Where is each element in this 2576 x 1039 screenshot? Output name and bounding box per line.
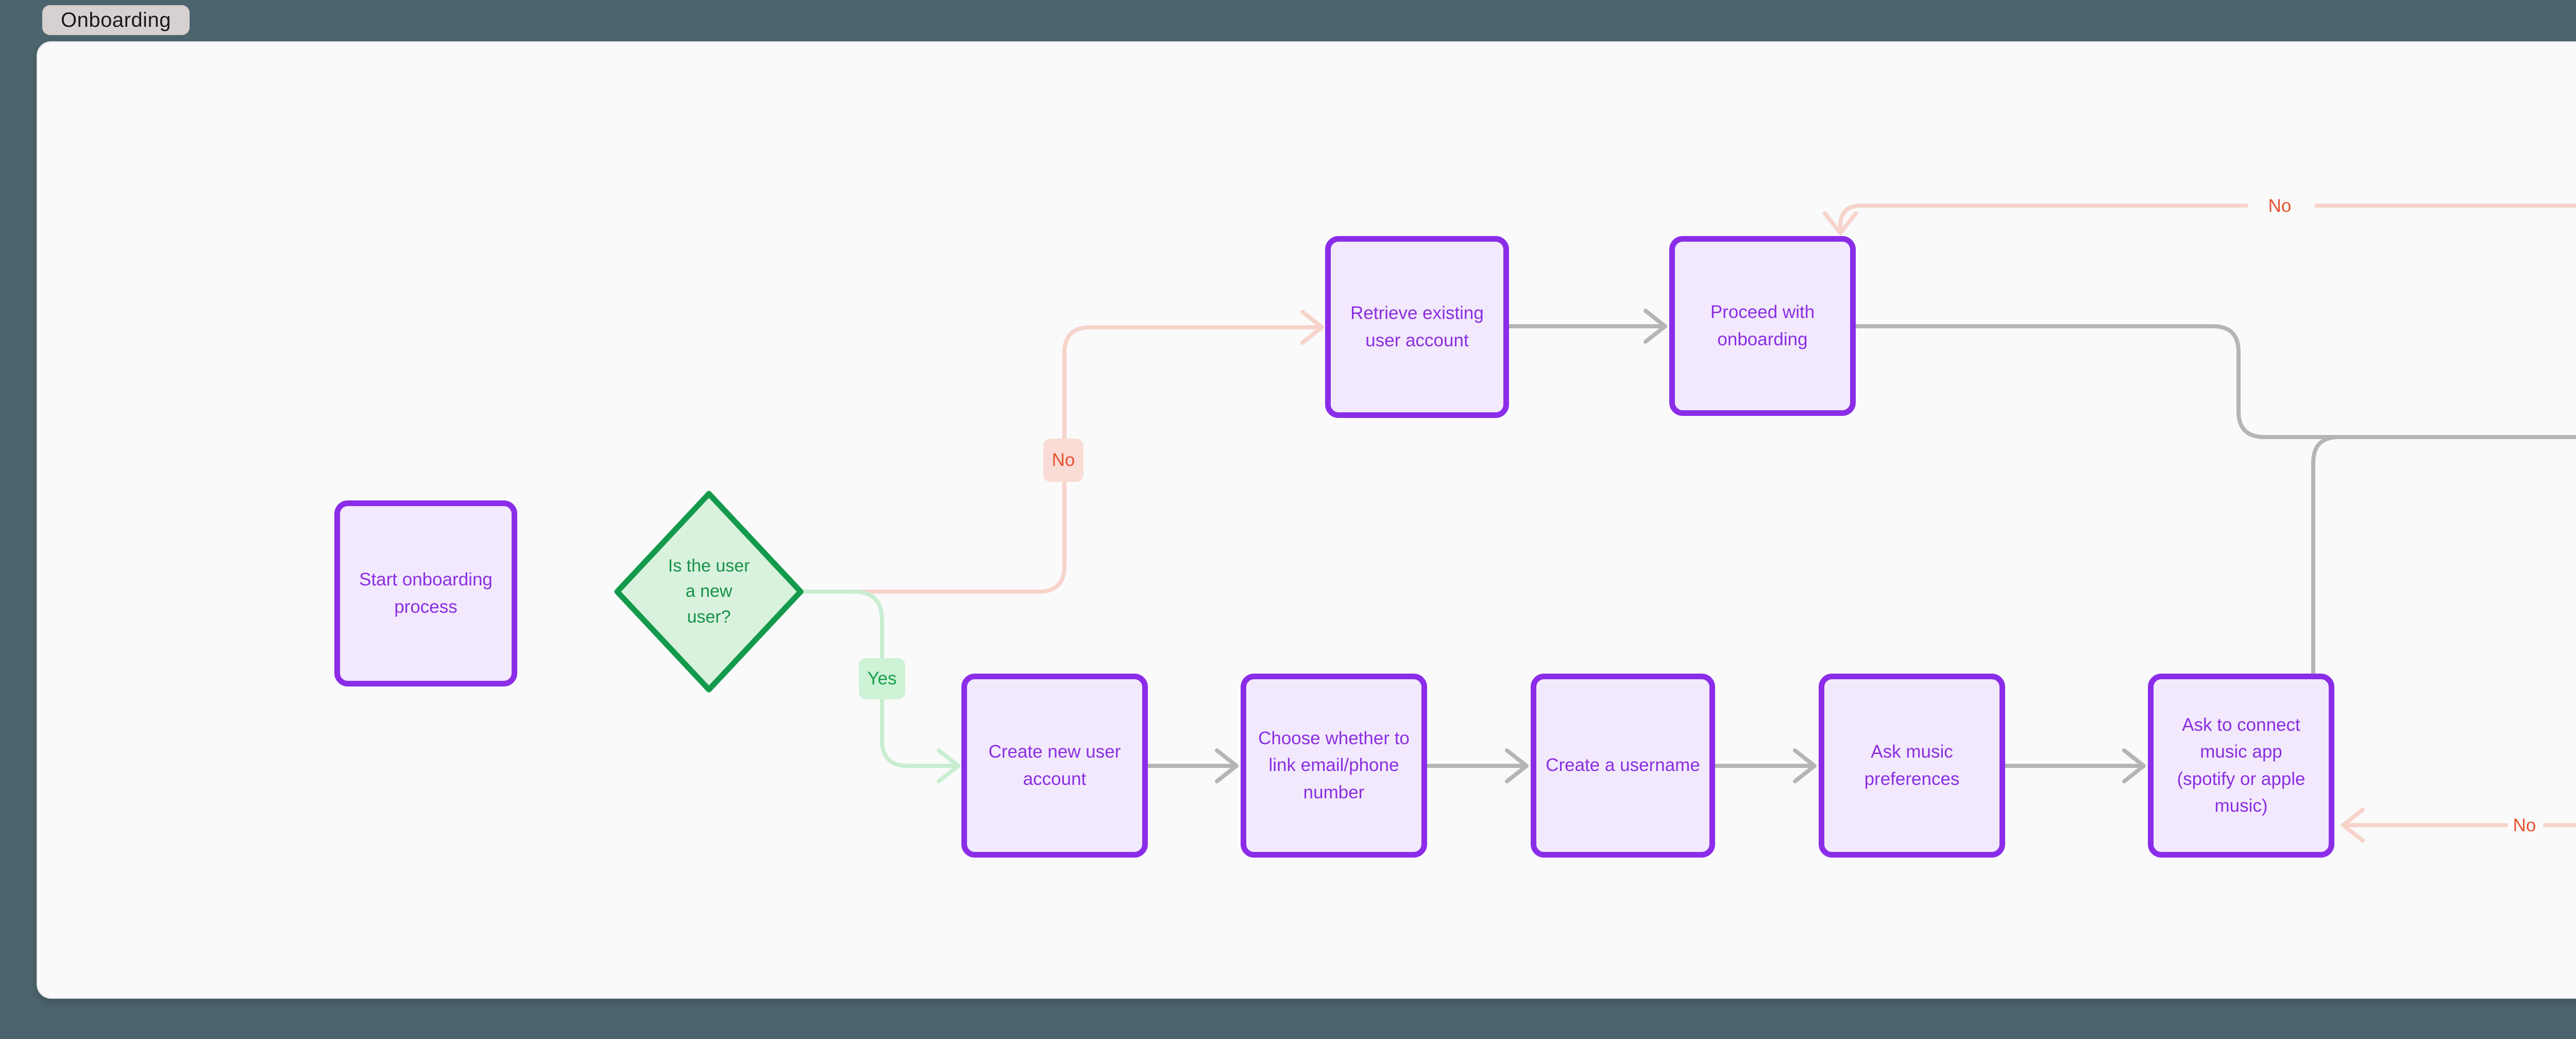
diamond-shape <box>614 491 804 693</box>
edge-no-loop-top-a <box>2314 204 2576 208</box>
arrowhead-no-loop-bottom <box>2341 808 2365 843</box>
tab-onboarding[interactable]: Onboarding <box>42 5 190 35</box>
arrowhead-yes-to-create <box>937 748 960 783</box>
node-start-onboarding[interactable]: Start onboarding process <box>334 500 517 686</box>
node-choose-link[interactable]: Choose whether to link email/phone numbe… <box>1241 674 1427 858</box>
node-decision-new-user[interactable]: Is the user a new user? <box>613 490 805 694</box>
arrowhead-no-loop-top <box>1823 211 1858 235</box>
edge-label-no-to-retrieve[interactable]: No <box>1043 439 1083 482</box>
node-create-username[interactable]: Create a username <box>1531 674 1715 858</box>
decision-new-user-label: Is the user a new user? <box>668 556 750 627</box>
arrowhead-retrieve-to-proceed <box>1643 309 1667 344</box>
edge-connect-to-decision2 <box>2311 435 2341 676</box>
edge-label-no-loop-top[interactable]: No <box>2268 196 2292 216</box>
edge-proceed-to-decision2 <box>1854 324 2576 439</box>
node-connect-music[interactable]: Ask to connect music app (spotify or app… <box>2148 674 2334 858</box>
arrowhead-music-to-connect <box>2122 748 2146 783</box>
edge-no-loop-top-b <box>1838 204 2248 232</box>
arrowhead-username-to-music <box>1793 748 1817 783</box>
arrowhead-no-to-retrieve <box>1300 310 1324 345</box>
arrowhead-create-to-choose <box>1215 748 1239 783</box>
node-retrieve-account[interactable]: Retrieve existing user account <box>1325 236 1509 418</box>
edge-label-yes-to-create[interactable]: Yes <box>859 658 905 699</box>
edge-label-no-loop-bottom[interactable]: No <box>2513 815 2536 835</box>
node-create-account[interactable]: Create new user account <box>961 674 1148 858</box>
arrowhead-choose-to-username <box>1505 748 1529 783</box>
node-ask-music[interactable]: Ask music preferences <box>1819 674 2005 858</box>
node-proceed-onboarding[interactable]: Proceed with onboarding <box>1669 236 1856 416</box>
edge-no-loop-bottom-a <box>2543 823 2576 827</box>
